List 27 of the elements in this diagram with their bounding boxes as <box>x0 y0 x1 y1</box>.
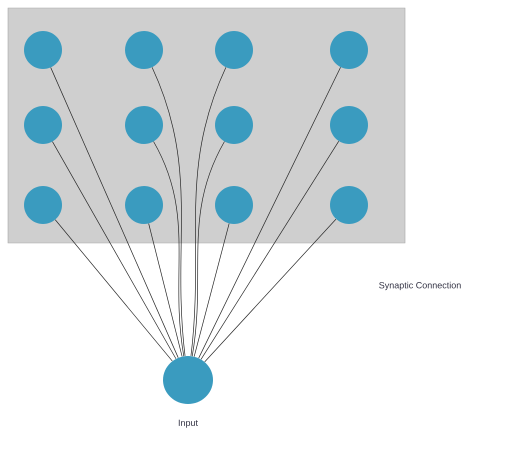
connection-line <box>190 67 226 356</box>
circle-node <box>215 186 253 224</box>
circle-node <box>24 31 62 69</box>
circle-node <box>163 356 213 404</box>
connection-line <box>50 67 179 358</box>
circle-node <box>330 186 368 224</box>
circle-node <box>125 106 163 144</box>
connection-line <box>194 223 230 357</box>
connection-line <box>148 223 182 357</box>
connection-line <box>152 67 186 356</box>
connection-line <box>54 219 173 362</box>
circle-node <box>24 106 62 144</box>
node-caption: Input <box>178 420 198 428</box>
circle-node <box>24 186 62 224</box>
annotation-label: Synaptic Connection <box>379 282 461 290</box>
connection-line <box>52 141 176 360</box>
connection-line <box>198 66 341 358</box>
circle-node <box>125 31 163 69</box>
circle-node <box>330 31 368 69</box>
connection-line <box>153 141 184 356</box>
circle-node <box>125 186 163 224</box>
connection-line <box>204 218 336 362</box>
connection-line <box>200 140 340 360</box>
connection-line <box>192 141 225 356</box>
circle-node <box>215 31 253 69</box>
circle-node <box>215 106 253 144</box>
circle-node <box>330 106 368 144</box>
